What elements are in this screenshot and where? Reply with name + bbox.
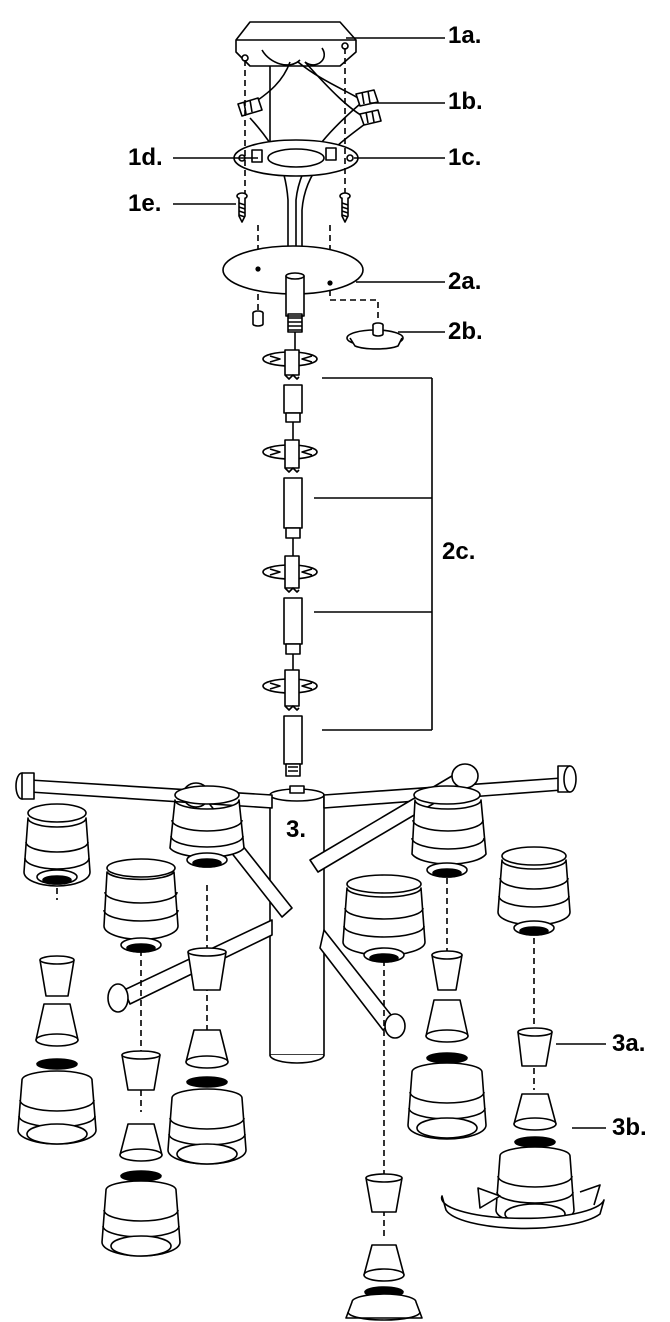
shade-mid-right bbox=[497, 846, 571, 936]
shade-lower-mid-left bbox=[101, 1170, 181, 1257]
label-2b: 2b. bbox=[448, 318, 483, 345]
label-1a: 1a. bbox=[448, 22, 482, 49]
label-3: 3. bbox=[286, 816, 307, 843]
label-1e: 1e. bbox=[128, 190, 162, 217]
shade-top-left bbox=[23, 803, 91, 887]
label-1b: 1b. bbox=[448, 88, 483, 115]
stem-segments bbox=[262, 349, 318, 777]
shade-mid-center bbox=[342, 874, 426, 963]
shade-top-right bbox=[411, 785, 487, 878]
shade-lower-center-left bbox=[167, 1076, 247, 1165]
sockets-upper bbox=[39, 947, 553, 1213]
shade-lower-right-center bbox=[407, 1052, 487, 1140]
canopy-nut bbox=[252, 310, 264, 327]
label-2c: 2c. bbox=[442, 538, 476, 565]
bracket-2c bbox=[314, 377, 433, 731]
shade-lower-right bbox=[495, 1136, 575, 1225]
label-2a: 2a. bbox=[448, 268, 482, 295]
wire-nut-right-bottom bbox=[359, 109, 382, 126]
rotate-arrow bbox=[440, 1184, 605, 1230]
sockets-lower bbox=[35, 999, 557, 1282]
label-3a: 3a. bbox=[612, 1030, 646, 1057]
label-3b: 3b. bbox=[612, 1114, 647, 1141]
shade-top-center-left bbox=[169, 785, 245, 868]
junction-box bbox=[235, 21, 357, 67]
wire-nut-left bbox=[237, 97, 263, 117]
shade-lower-left bbox=[17, 1058, 97, 1145]
screw-right bbox=[339, 192, 351, 223]
shade-lower-bottom bbox=[345, 1286, 423, 1321]
canopy-cap bbox=[346, 322, 404, 350]
wire-nut-right-top bbox=[355, 89, 379, 107]
label-1d: 1d. bbox=[128, 144, 163, 171]
top-coupler bbox=[285, 272, 305, 350]
screw-left bbox=[236, 192, 248, 223]
fixture-body bbox=[269, 785, 325, 1064]
shade-mid-left bbox=[103, 858, 179, 953]
label-1c: 1c. bbox=[448, 144, 482, 171]
